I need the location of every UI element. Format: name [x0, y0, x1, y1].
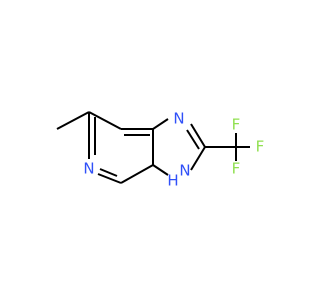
atom-f-top: F	[232, 116, 241, 134]
molecule-structure-diagram: N N N H F F F	[56, 110, 264, 190]
bond-n1-c2-inner	[186, 129, 200, 150]
atom-n-imine: N	[173, 110, 184, 128]
bond-n3-c3a	[152, 164, 169, 176]
atom-h-amine: H	[167, 172, 178, 190]
bond-n1-c2	[190, 123, 206, 148]
bond-c3a-c4	[120, 164, 154, 184]
bond-c7a-n1	[152, 118, 169, 130]
atom-n-pyridine: N	[83, 160, 94, 178]
atom-f-right: F	[256, 138, 265, 156]
atom-n-amine: N	[179, 162, 190, 180]
bond-methyl	[56, 111, 90, 130]
bond-c6-c7	[88, 111, 122, 130]
atom-f-bottom: F	[232, 160, 241, 178]
bond-c4-n5	[97, 173, 122, 184]
bond-c2-n3	[190, 146, 206, 171]
atom-labels: N N N H F F F	[83, 110, 264, 190]
bond-c4-n5-inner	[99, 168, 118, 177]
bonds	[56, 111, 250, 184]
